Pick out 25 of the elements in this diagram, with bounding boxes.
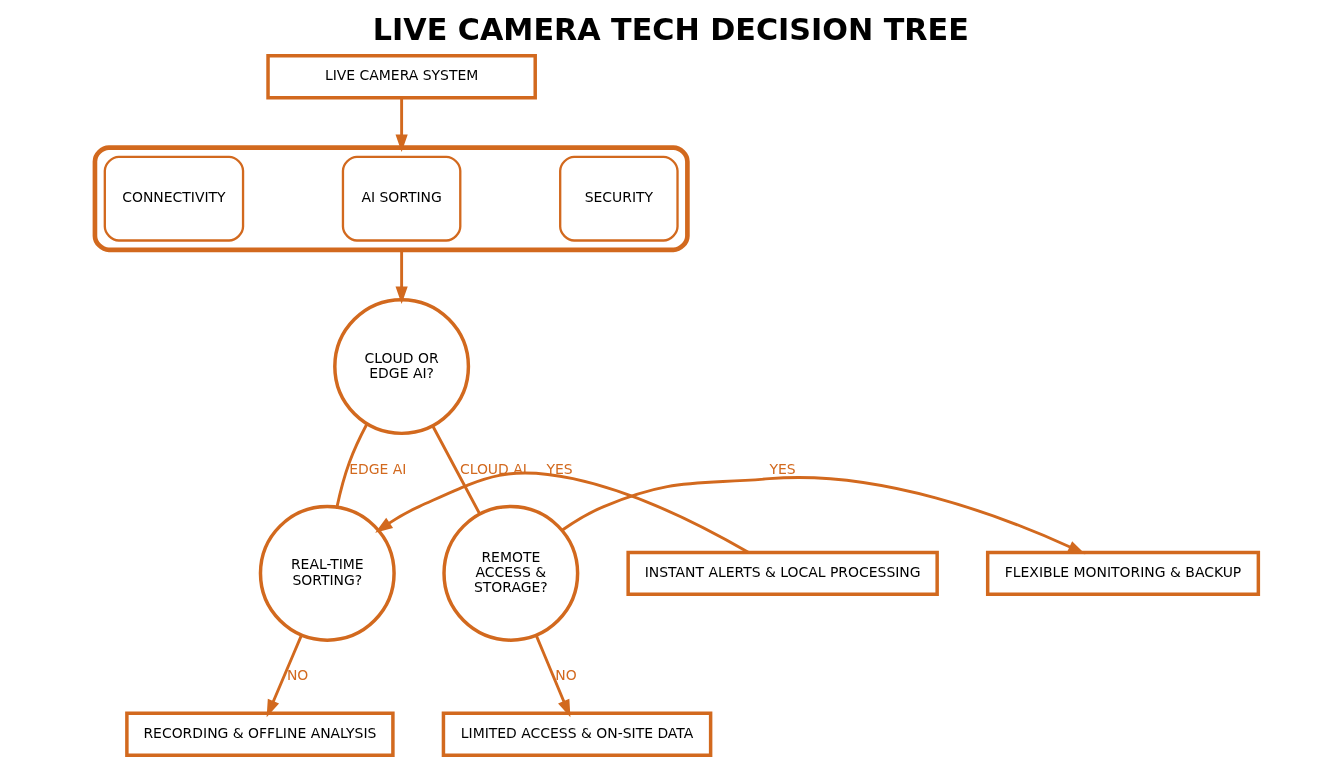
edge-label: YES (769, 460, 796, 477)
connector (431, 425, 481, 515)
arrow (266, 634, 303, 718)
node-box: LIVE CAMERA SYSTEM (266, 54, 537, 100)
edge-label: NO (555, 667, 577, 684)
node-box: SECURITY (559, 155, 679, 242)
edge-label: NO (286, 667, 309, 684)
arrow (561, 476, 1086, 555)
arrow (534, 634, 571, 718)
node-box: CONNECTIVITY (103, 155, 245, 242)
connector (335, 423, 369, 508)
edge-label: EDGE AI (349, 460, 407, 477)
edge-label: YES (546, 460, 573, 477)
node-box: INSTANT ALERTS & LOCAL PROCESSING (626, 550, 939, 596)
node-box: FLEXIBLE MONITORING & BACKUP (985, 550, 1261, 596)
arrow (375, 471, 749, 554)
node-box: AI SORTING (341, 155, 462, 242)
node-box: LIMITED ACCESS & ON-SITE DATA (441, 711, 713, 757)
cluster (92, 145, 690, 253)
arrow (395, 249, 408, 304)
node-circle: REMOTE ACCESS & STORAGE? (442, 504, 580, 642)
node-circle: CLOUD OR EDGE AI? (333, 298, 471, 436)
arrow (395, 97, 408, 152)
node-box: RECORDING & OFFLINE ANALYSIS (125, 711, 395, 757)
diagram-title: LIVE CAMERA TECH DECISION TREE (372, 12, 969, 48)
